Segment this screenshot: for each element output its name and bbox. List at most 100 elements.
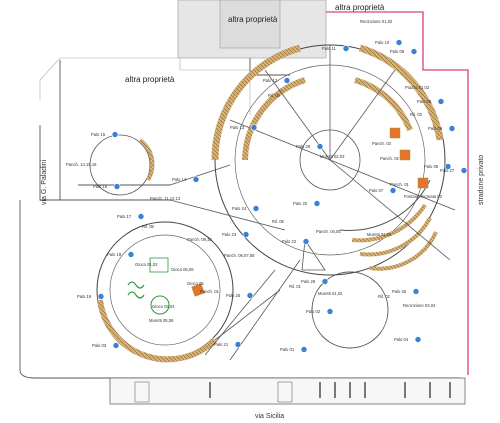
pole-marker-icon	[389, 187, 397, 194]
pole-labels: Palo 21 Palo 01 Palo 02 Palo 03 Palo 04 …	[77, 40, 455, 352]
label-benches: Panch. 14,15,16	[66, 162, 97, 167]
label-ril: Ril. 01	[289, 284, 302, 289]
pole-label: Palo 08	[417, 99, 432, 104]
pole-label: Palo 23	[222, 232, 237, 237]
equipment-labels: Panch. 14,15,16 Panch. 11,12,13 Panch. 0…	[66, 19, 443, 323]
connecting-paths	[169, 164, 301, 361]
label-benches: Panch. 01	[200, 289, 220, 294]
label-fountain: Fontana Ricreata 02	[404, 194, 443, 199]
label-benches: Panch. 09,10	[187, 237, 212, 242]
upper-amphitheater	[211, 44, 446, 276]
label-walls: Muretti 01,02	[318, 291, 343, 296]
pole-marker-icon	[444, 163, 452, 170]
pole-marker-icon	[250, 124, 258, 131]
pole-label: Palo 11	[322, 46, 337, 51]
pole-marker-icon	[252, 205, 260, 212]
label-games: Gioco 01,02	[135, 262, 158, 267]
parking-strip	[109, 377, 466, 405]
label-ril: Ril. 04	[268, 93, 281, 98]
pole-label: Palo 09	[390, 49, 405, 54]
pole-marker-icon	[460, 167, 468, 174]
pole-label: Palo 01	[280, 347, 295, 352]
pole-label: Palo 29	[296, 144, 311, 149]
pole-label: Palo 10	[375, 40, 390, 45]
pole-label: Palo 28	[301, 279, 316, 284]
pole-marker-icon	[342, 45, 350, 52]
label-games: Gioco 05,06	[171, 267, 194, 272]
label-benches: Panch. 04,05	[316, 229, 341, 234]
label-fence: Recinzione 03,04	[403, 303, 436, 308]
pole-marker-icon	[113, 183, 121, 190]
label-property-left: altra proprietà	[125, 75, 175, 84]
property-boundary	[326, 11, 469, 375]
street-label-right: stradone privato	[478, 155, 485, 205]
label-property-top-right: altra proprietà	[335, 3, 385, 12]
pole-marker-icon	[112, 342, 120, 349]
pole-label: Palo 25	[226, 293, 241, 298]
pole-marker-icon	[242, 231, 250, 238]
pole-label: Palo 14	[172, 177, 187, 182]
pole-label: Palo 19	[77, 294, 92, 299]
pole-marker-icon	[321, 278, 329, 285]
pole-marker-icon	[234, 341, 242, 348]
pole-marker-icon	[414, 336, 422, 343]
pole-label: Palo 05	[424, 164, 439, 169]
pole-label: Palo 07	[369, 188, 384, 193]
pole-marker-icon	[437, 98, 445, 105]
pole-marker-icon	[302, 238, 310, 245]
pole-marker-icon	[412, 288, 420, 295]
label-property-top: altra proprietà	[228, 15, 278, 24]
pole-label: Palo 16	[93, 184, 108, 189]
lower-amphitheater	[329, 159, 456, 271]
small-plaza	[89, 134, 155, 196]
label-benches: Panch. 11,12,13	[150, 196, 181, 201]
label-ril: Ril. 02	[378, 294, 391, 299]
label-walls: Muretti 01,04	[367, 232, 392, 237]
label-benches: Panch. 03	[372, 141, 392, 146]
pole-label: Palo 18	[107, 252, 122, 257]
benches-orange	[389, 127, 429, 189]
pole-marker-icon	[313, 200, 321, 207]
label-ril: Ril. 06	[272, 219, 285, 224]
pole-marker-icon	[326, 308, 334, 315]
pole-label: Palo 26	[392, 289, 407, 294]
label-games: Gioco 05	[187, 281, 204, 286]
pole-marker-icon	[192, 176, 200, 183]
label-walls: Muretti 05,06	[149, 318, 174, 323]
pole-label: Palo 06	[428, 126, 443, 131]
label-fence: Recinzione 01,02	[360, 19, 393, 24]
pole-marker-icon	[395, 39, 403, 46]
pole-marker-icon	[127, 251, 135, 258]
pole-marker-icon	[97, 293, 105, 300]
pole-label: Palo 02	[306, 309, 321, 314]
neighboring-buildings	[39, 0, 327, 115]
label-benches: Panch. 02	[380, 156, 400, 161]
pole-label: Palo 27	[440, 168, 455, 173]
fountain-plaza	[301, 238, 389, 349]
pole-label: Palo 13	[230, 125, 245, 130]
pole-label: Palo 04	[394, 337, 409, 342]
pole-marker-icon	[246, 292, 254, 299]
pole-marker-icon	[300, 346, 308, 353]
pole-label: Palo 12	[263, 78, 278, 83]
label-ril: Ril. 03	[410, 112, 423, 117]
pole-marker-icon	[316, 143, 324, 150]
label-benches: Panch. 01	[390, 182, 410, 187]
pole-marker-icon	[137, 213, 145, 220]
pole-label: Palo 24	[232, 206, 247, 211]
pole-label: Palo 21	[214, 342, 229, 347]
pole-marker-icon	[283, 77, 291, 84]
label-walls: Muretti 02,03	[320, 154, 345, 159]
label-planter: Piazza 01,02	[405, 85, 430, 90]
pole-marker-icon	[111, 131, 119, 138]
pole-label: Palo 20	[293, 201, 308, 206]
street-label-bottom: via Sicilia	[255, 413, 284, 420]
pole-label: Palo 22	[282, 239, 297, 244]
walkways	[19, 58, 460, 379]
pole-label: Palo 17	[117, 214, 132, 219]
label-benches: Panch. 06,07,08	[224, 253, 255, 258]
pole-marker-icon	[448, 125, 456, 132]
street-label-left: via G. Paladini	[41, 159, 48, 205]
pole-label: Palo 03	[92, 343, 107, 348]
